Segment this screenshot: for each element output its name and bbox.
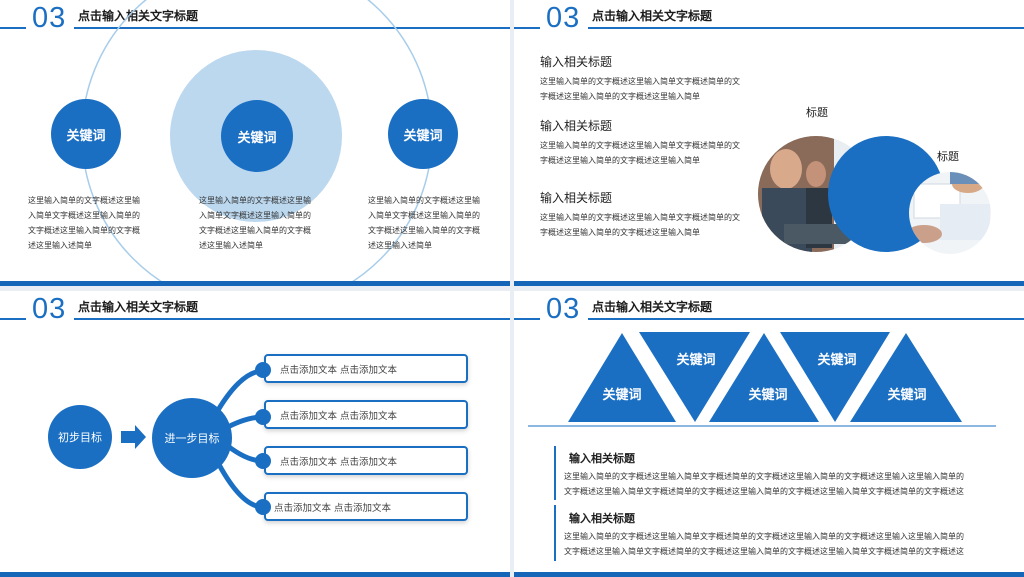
header-line xyxy=(588,27,1024,29)
item-title-3: 输入相关标题 xyxy=(540,191,613,205)
slide-keywords[interactable]: 03 点击输入相关文字标题 关键词 关键词 关键词 这里输入简单的文字概述这里输… xyxy=(0,0,510,286)
footer-bar xyxy=(0,281,510,286)
keyword-circle-3[interactable]: 关键词 xyxy=(388,99,458,169)
photo-label-1: 标题 xyxy=(806,106,828,119)
section-number: 03 xyxy=(546,2,581,34)
block-accent-1 xyxy=(554,446,556,500)
slide-triangles[interactable]: 03 点击输入相关文字标题 关键词 关键词 关键词 关键词 关键词 输入相关标题… xyxy=(514,291,1024,577)
footer-bar xyxy=(514,572,1024,577)
block-text-2: 这里输入简单的文字概述这里输入简单文字概述简单的文字概述这里输入简单的文字概述这… xyxy=(564,532,964,556)
block-accent-2 xyxy=(554,505,556,561)
triangle-keyword-4: 关键词 xyxy=(817,353,857,368)
header-lead-line xyxy=(0,318,26,320)
block-title-1: 输入相关标题 xyxy=(569,452,635,465)
slide-photo-titles[interactable]: 03 点击输入相关文字标题 输入相关标题 这里输入简单的文字概述这里输入简单文字… xyxy=(514,0,1024,286)
triangle-keyword-5: 关键词 xyxy=(887,388,927,403)
item-text-2: 这里输入简单的文字概述这里输入简单文字概述简单的文字概述这里输入简单的文字概述这… xyxy=(540,141,740,165)
option-dot-3 xyxy=(255,453,271,469)
option-box-4[interactable]: 点击添加文本 点击添加文本 xyxy=(264,492,468,521)
option-dot-2 xyxy=(255,409,271,425)
keyword-description-1: 这里输入简单的文字概述这里输入简单文字概述这里输入简单的文字概述这里输入简单的文… xyxy=(28,196,140,250)
triangle-keyword-2: 关键词 xyxy=(676,353,716,368)
option-dot-4 xyxy=(255,499,271,515)
header-line xyxy=(74,318,510,320)
option-box-1[interactable]: 点击添加文本 点击添加文本 xyxy=(264,354,468,383)
next-goal-circle[interactable]: 进一步目标 xyxy=(152,398,232,478)
triangle-band xyxy=(528,332,996,427)
header-lead-line xyxy=(0,27,26,29)
block-title-2: 输入相关标题 xyxy=(569,512,635,525)
item-title-1: 输入相关标题 xyxy=(540,55,613,69)
triangle-keyword-3: 关键词 xyxy=(748,388,788,403)
section-number: 03 xyxy=(546,293,581,325)
item-title-2: 输入相关标题 xyxy=(540,119,613,133)
keyword-circle-1[interactable]: 关键词 xyxy=(51,99,121,169)
slide-title: 点击输入相关文字标题 xyxy=(592,9,713,23)
slide-goals[interactable]: 03 点击输入相关文字标题 初步目标 进一步目标 点击添加文本 点击添加文本 点… xyxy=(0,291,510,577)
slide-title: 点击输入相关文字标题 xyxy=(78,9,199,23)
slide-title: 点击输入相关文字标题 xyxy=(78,300,199,314)
footer-bar xyxy=(514,281,1024,286)
keyword-circle-2[interactable]: 关键词 xyxy=(221,100,293,172)
photo-label-3: 标题 xyxy=(937,150,959,163)
option-dot-1 xyxy=(255,362,271,378)
start-goal-circle[interactable]: 初步目标 xyxy=(48,405,112,469)
section-number: 03 xyxy=(32,2,67,34)
item-text-3: 这里输入简单的文字概述这里输入简单文字概述简单的文字概述这里输入简单的文字概述这… xyxy=(540,213,740,237)
option-box-2[interactable]: 点击添加文本 点击添加文本 xyxy=(264,400,468,429)
keyword-description-3: 这里输入简单的文字概述这里输入简单文字概述这里输入简单的文字概述这里输入简单的文… xyxy=(368,196,480,250)
option-box-3[interactable]: 点击添加文本 点击添加文本 xyxy=(264,446,468,475)
photo-circles xyxy=(758,136,991,254)
header-line xyxy=(588,318,1024,320)
footer-bar xyxy=(0,572,510,577)
triangle-keyword-1: 关键词 xyxy=(602,388,642,403)
block-text-1: 这里输入简单的文字概述这里输入简单文字概述简单的文字概述这里输入简单的文字概述这… xyxy=(564,472,964,496)
item-text-1: 这里输入简单的文字概述这里输入简单文字概述简单的文字概述这里输入简单的文字概述这… xyxy=(540,77,740,101)
keyword-description-2: 这里输入简单的文字概述这里输入简单文字概述这里输入简单的文字概述这里输入简单的文… xyxy=(199,196,311,250)
section-number: 03 xyxy=(32,293,67,325)
header-lead-line xyxy=(514,318,540,320)
slide-title: 点击输入相关文字标题 xyxy=(592,300,713,314)
header-line xyxy=(74,27,510,29)
header-lead-line xyxy=(514,27,540,29)
